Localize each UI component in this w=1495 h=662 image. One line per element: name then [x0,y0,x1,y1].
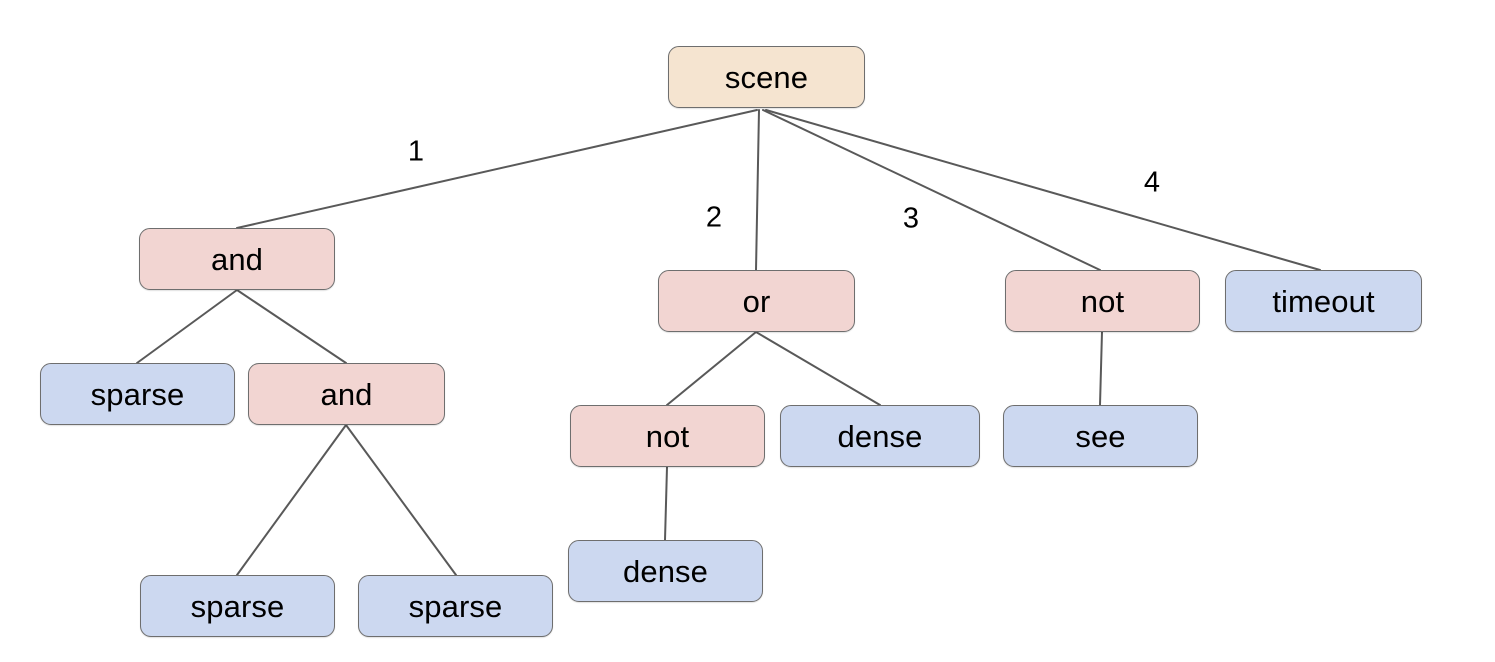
tree-node-not2[interactable]: not [1005,270,1200,332]
tree-node-label: scene [724,59,809,95]
tree-node-label: see [1075,418,1126,454]
tree-node-see1[interactable]: see [1003,405,1198,467]
tree-node-or1[interactable]: or [658,270,855,332]
edge-label-2: 2 [705,201,723,234]
tree-node-not1[interactable]: not [570,405,765,467]
tree-node-dense2[interactable]: dense [568,540,763,602]
tree-edge [236,424,347,576]
tree-node-and1[interactable]: and [139,228,335,290]
tree-node-label: sparse [90,376,185,412]
tree-edge [755,331,881,406]
tree-edge [755,109,760,271]
tree-edge [236,109,758,229]
tree-node-label: dense [837,418,923,454]
tree-node-label: sparse [408,588,503,624]
tree-edge [136,289,238,364]
tree-edge [345,424,457,576]
edge-label-1: 1 [407,135,425,168]
tree-edge [765,109,1321,271]
tree-node-and2[interactable]: and [248,363,445,425]
tree-node-sparse2[interactable]: sparse [140,575,335,637]
tree-node-label: timeout [1272,283,1375,319]
tree-node-label: not [645,418,690,454]
tree-node-dense1[interactable]: dense [780,405,980,467]
tree-node-scene[interactable]: scene [668,46,865,108]
tree-node-label: sparse [190,588,285,624]
tree-edge [1099,331,1103,406]
tree-edge [236,289,347,364]
tree-node-sparse3[interactable]: sparse [358,575,553,637]
tree-node-label: dense [623,553,708,589]
tree-node-label: and [210,241,264,277]
tree-node-timeout1[interactable]: timeout [1225,270,1422,332]
tree-node-sparse1[interactable]: sparse [40,363,235,425]
tree-node-label: not [1080,283,1125,319]
tree-edge [762,109,1101,271]
tree-edge [664,466,668,541]
tree-node-label: and [320,376,373,412]
edge-label-4: 4 [1143,166,1161,199]
tree-edge [666,331,757,406]
tree-node-label: or [742,283,771,319]
edge-label-3: 3 [902,202,920,235]
